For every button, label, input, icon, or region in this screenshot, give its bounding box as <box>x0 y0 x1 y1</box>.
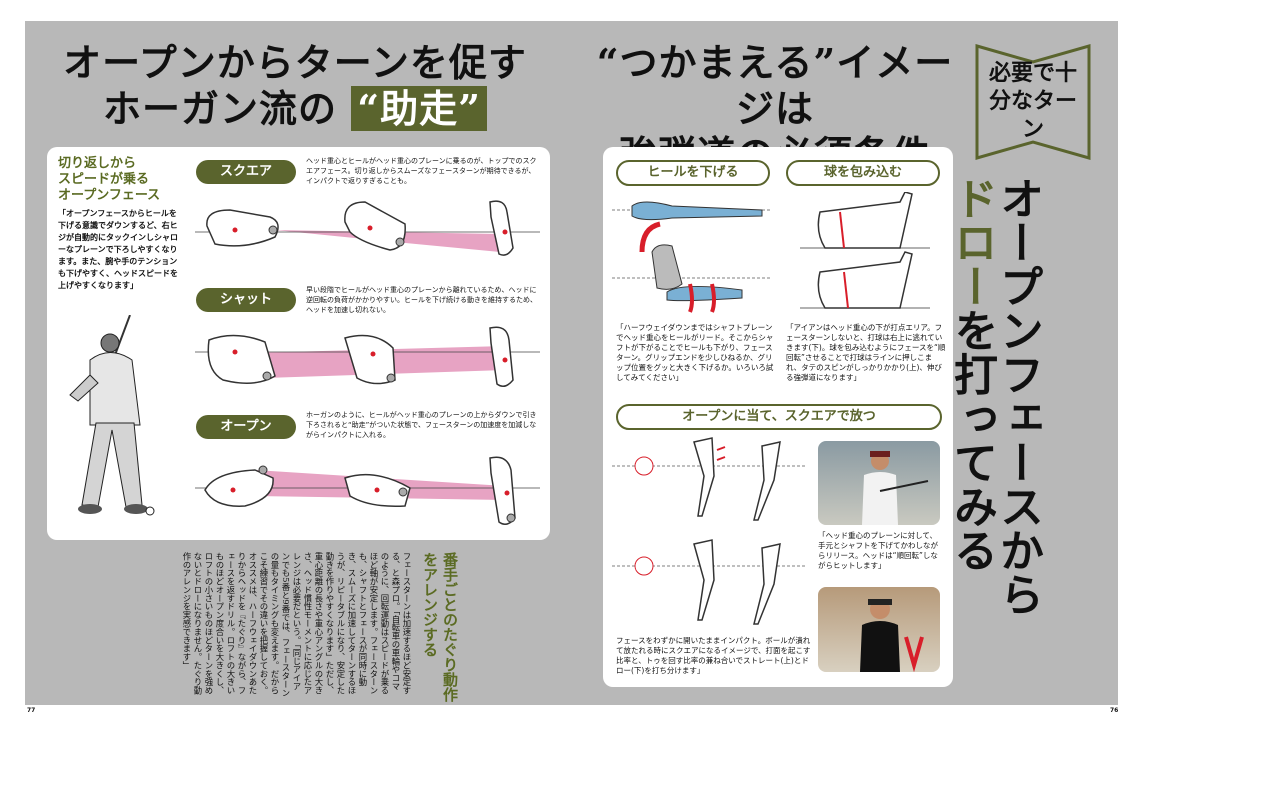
vertical-title: オープンフェースから <box>990 176 1044 656</box>
vertical-title-2: ドローを打ってみる <box>944 176 998 616</box>
text-open: ホーガンのように、ヒールがヘッド重心のプレーンの上からダウンで引き下ろされると“… <box>306 411 537 439</box>
left-title-line2: ホーガン流の “助走” <box>60 86 530 132</box>
page-number-left: 77 <box>27 707 36 714</box>
photo-1-figure <box>862 451 929 525</box>
pill-open-square: オープンに当て、スクエアで放つ <box>616 404 942 430</box>
left-title-line2a: ホーガン流の <box>103 86 338 131</box>
diagram-square <box>195 200 540 256</box>
photo-golfer-2 <box>818 587 940 672</box>
caption-wrap: 「アイアンはヘッド重心の下が打点エリア。フェースターンしないと、打球は右上に逃れ… <box>786 323 946 382</box>
heel-illustration <box>612 201 772 313</box>
box-title-frame <box>975 44 1091 160</box>
left-title-line1: オープンからターンを促す <box>63 40 527 85</box>
pill-wrap-ball: 球を包み込む <box>786 160 940 186</box>
column-text: フェースターンは加速するほど安定する、と森プロ。「自転車の車輪やコマのように、回… <box>182 552 412 697</box>
wrap-illustration <box>800 192 930 309</box>
label-shut: シャット <box>196 288 296 312</box>
photo-2-figure <box>860 599 924 672</box>
text-square: ヘッド重心とヒールがヘッド重心のプレーンに乗るのが、トップでのスクエアフェース。… <box>306 157 537 185</box>
diagram-open <box>195 456 540 525</box>
label-square: スクエア <box>196 160 296 184</box>
caption-release: フェースをわずかに開いたままインパクト。ボールが潰れて放たれる時にスクエアになる… <box>616 636 811 675</box>
label-open: オープン <box>196 415 296 439</box>
side-heading: 切り返しから スピードが乗る オープンフェース <box>58 156 161 203</box>
text-shut: 早い段階でヒールがヘッド重心のプレーンから離れているため、ヘッドに逆回転の負荷が… <box>306 286 537 314</box>
golfer-illustration <box>69 315 155 516</box>
diagram-shut <box>195 326 540 387</box>
release-illustration <box>612 437 807 625</box>
left-title: オープンからターンを促す ホーガン流の “助走” <box>60 40 530 132</box>
page-number-right: 76 <box>1110 707 1119 714</box>
caption-photo-1: 「ヘッド重心のプレーンに対して、手元とシャフトを下げてかわしながらリリース。ヘッ… <box>818 531 938 570</box>
pill-heel-down: ヒールを下げる <box>616 160 770 186</box>
column-heading: 番手ごとのたぐり動作をアレンジする <box>421 552 459 702</box>
vertical-title-c: を打ってみる <box>946 308 997 572</box>
caption-heel: 「ハーフウェイダウンまではシャフトプレーンでヘッド重心をヒールがリード。そこから… <box>616 323 774 382</box>
box-title: 必要で十分なターン <box>988 61 1077 142</box>
left-title-highlight: “助走” <box>351 86 487 131</box>
side-quote: 「オープンフェースからヒールを下げる意識でダウンするど、右ヒジが自動的にタックイ… <box>58 209 178 290</box>
right-title-line1: “つかまえる”イメージは <box>596 40 954 131</box>
photo-golfer-1 <box>818 441 940 525</box>
vertical-title-b: ドロー <box>946 176 997 308</box>
vertical-title-a: オープンフェースから <box>992 176 1043 616</box>
